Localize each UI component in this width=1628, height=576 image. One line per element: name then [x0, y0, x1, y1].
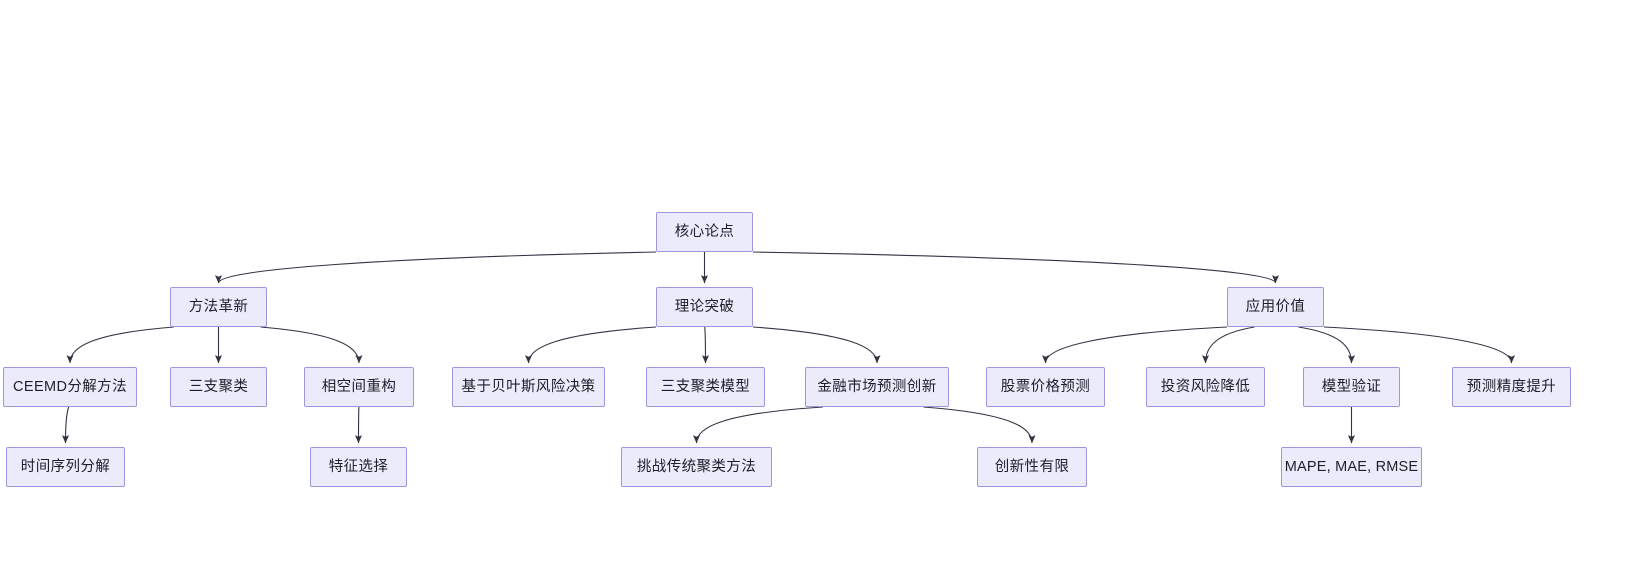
- edge-l2a-to-l3a: [61, 406, 70, 444]
- edge-l1b-to-l2e: [701, 326, 710, 364]
- node-l2e[interactable]: 三支聚类模型: [646, 367, 765, 407]
- node-l3d[interactable]: 创新性有限: [977, 447, 1087, 487]
- edge-l1c-to-l2g: [1042, 326, 1228, 364]
- node-label: 应用价值: [1245, 298, 1306, 315]
- node-l3e[interactable]: MAPE, MAE, RMSE: [1281, 447, 1422, 487]
- node-label: 挑战传统聚类方法: [636, 458, 757, 475]
- edge-l1c-to-l2j: [1323, 326, 1515, 364]
- node-label: 核心论点: [674, 223, 735, 240]
- node-label: 三支聚类模型: [660, 378, 751, 395]
- node-l1b[interactable]: 理论突破: [656, 287, 753, 327]
- node-l3a[interactable]: 时间序列分解: [6, 447, 125, 487]
- node-l2j[interactable]: 预测精度提升: [1452, 367, 1571, 407]
- node-label: 相空间重构: [321, 378, 397, 395]
- node-label: 创新性有限: [994, 458, 1070, 475]
- edge-l1a-to-l2a: [66, 326, 174, 364]
- edge-root-to-l1a: [215, 251, 657, 284]
- edge-l1b-to-l2d: [524, 326, 657, 364]
- node-label: 三支聚类: [188, 378, 249, 395]
- node-l2c[interactable]: 相空间重构: [304, 367, 414, 407]
- node-label: 投资风险降低: [1160, 378, 1251, 395]
- node-l2g[interactable]: 股票价格预测: [986, 367, 1105, 407]
- node-label: 金融市场预测创新: [817, 378, 937, 395]
- node-label: 模型验证: [1321, 378, 1382, 395]
- edge-l1c-to-l2h: [1201, 326, 1255, 364]
- node-l3c[interactable]: 挑战传统聚类方法: [621, 447, 772, 487]
- node-label: CEEMD分解方法: [13, 378, 127, 395]
- edge-root-to-l1c: [752, 251, 1279, 284]
- node-label: 方法革新: [188, 298, 249, 315]
- node-label: 时间序列分解: [20, 458, 111, 475]
- edge-l2f-to-l3c: [692, 406, 823, 444]
- edge-l1c-to-l2i: [1298, 326, 1356, 364]
- node-l2b[interactable]: 三支聚类: [170, 367, 267, 407]
- edge-l2f-to-l3d: [923, 406, 1036, 444]
- node-label: 预测精度提升: [1466, 378, 1557, 395]
- node-l2f[interactable]: 金融市场预测创新: [805, 367, 949, 407]
- node-l2d[interactable]: 基于贝叶斯风险决策: [452, 367, 605, 407]
- node-l2i[interactable]: 模型验证: [1303, 367, 1400, 407]
- node-label: 基于贝叶斯风险决策: [461, 378, 596, 395]
- node-l2h[interactable]: 投资风险降低: [1146, 367, 1265, 407]
- node-l3b[interactable]: 特征选择: [310, 447, 407, 487]
- node-root[interactable]: 核心论点: [656, 212, 753, 252]
- node-label: 股票价格预测: [1000, 378, 1091, 395]
- edge-group: [61, 251, 1515, 444]
- edge-l1a-to-l2c: [260, 326, 363, 364]
- node-label: 理论突破: [674, 298, 735, 315]
- edge-l1b-to-l2f: [752, 326, 881, 364]
- node-l2a[interactable]: CEEMD分解方法: [3, 367, 137, 407]
- node-l1c[interactable]: 应用价值: [1227, 287, 1324, 327]
- node-label: MAPE, MAE, RMSE: [1284, 458, 1419, 475]
- node-l1a[interactable]: 方法革新: [170, 287, 267, 327]
- node-label: 特征选择: [328, 458, 389, 475]
